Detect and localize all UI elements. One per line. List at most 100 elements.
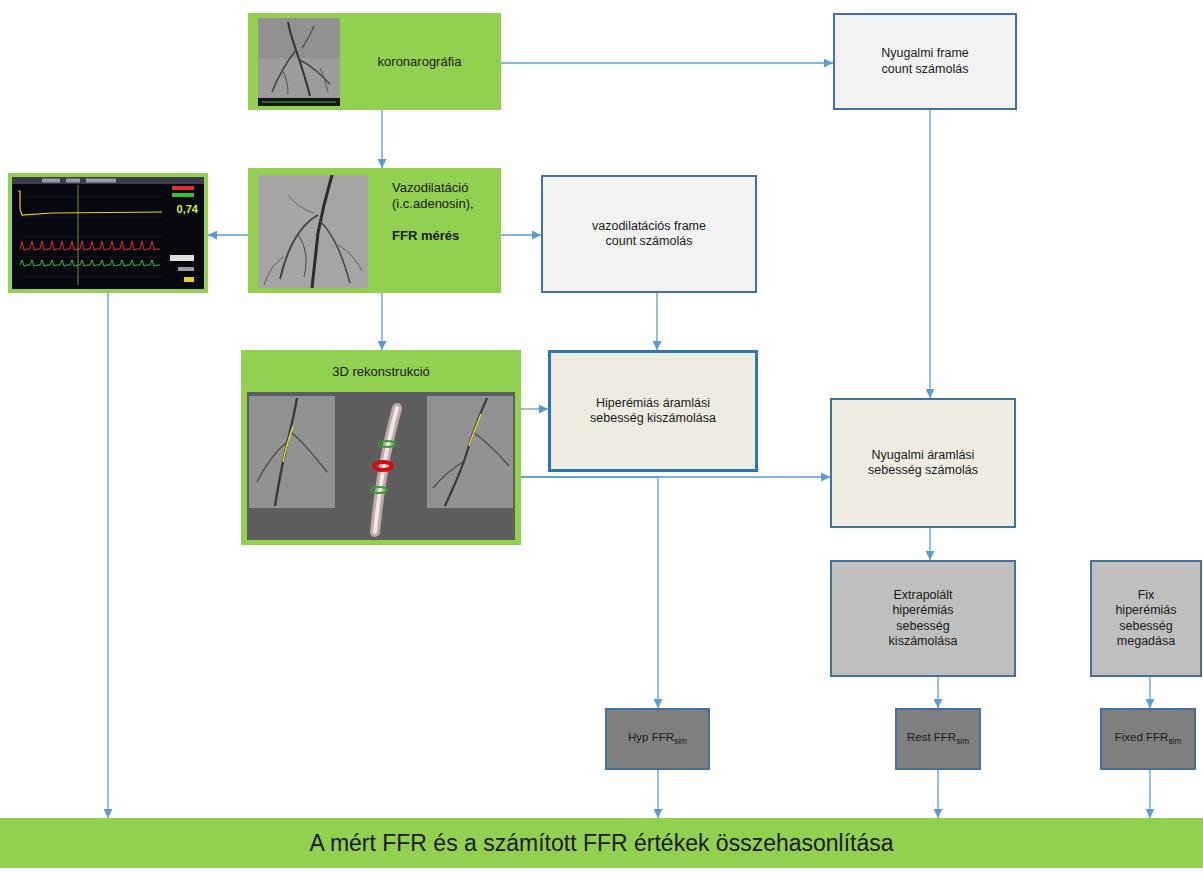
reconstruction-image xyxy=(247,392,515,540)
illustration-part xyxy=(445,398,487,506)
illustration-part xyxy=(12,177,204,184)
flow-arrow xyxy=(521,408,548,409)
pressure-monitor xyxy=(12,177,204,289)
illustration-part xyxy=(469,414,481,446)
illustration-part xyxy=(371,487,387,493)
node-text: Nyugalmi frame count számolás xyxy=(875,46,975,77)
flow-arrow xyxy=(501,62,833,63)
illustration-part xyxy=(427,396,513,508)
node-text: Extrapolált hiperémiás sebesség kiszámol… xyxy=(872,588,974,649)
illustration-part xyxy=(288,22,310,96)
illustration-part xyxy=(375,408,397,532)
flow-arrow xyxy=(1149,770,1150,818)
node-text: Vazodilatáció (i.c.adenosin), xyxy=(392,180,495,212)
illustration-part xyxy=(258,18,340,58)
process-box: Nyugalmi áramlási sebesség számolás xyxy=(830,398,1016,528)
node-text: Rest FFRsim xyxy=(907,730,969,747)
illustration-part xyxy=(275,398,297,506)
process-box: Hiperémiás áramlási sebesség kiszámolása xyxy=(548,350,758,472)
illustration-part xyxy=(18,197,162,198)
illustration-part xyxy=(258,175,368,288)
illustration-part xyxy=(18,277,162,278)
flow-arrow xyxy=(929,110,930,398)
illustration-part xyxy=(280,215,318,279)
illustration-part xyxy=(379,441,395,447)
process-box: Nyugalmi frame count számolás xyxy=(833,13,1017,110)
illustration-part xyxy=(66,179,80,183)
illustration-part xyxy=(374,462,392,470)
flow-arrow xyxy=(107,293,108,818)
flow-arrow xyxy=(521,477,658,708)
illustration-part xyxy=(320,221,350,283)
illustration-part xyxy=(272,50,296,92)
illustration-part xyxy=(20,241,160,250)
node-text: Hyp FFRsim xyxy=(628,730,687,747)
illustration-part xyxy=(302,26,314,48)
illustration-part xyxy=(338,245,362,271)
illustration-part xyxy=(433,462,463,488)
illustration-part xyxy=(42,179,60,183)
illustration-part xyxy=(298,235,306,277)
illustration-part xyxy=(282,70,288,94)
illustration-part xyxy=(86,179,116,183)
flow-arrow xyxy=(656,293,657,350)
node-text: Nyugalmi áramlási sebesség számolás xyxy=(860,448,986,479)
illustration-part xyxy=(184,277,194,282)
illustration-part xyxy=(170,255,194,261)
illustration-part xyxy=(172,186,194,190)
illustration-part xyxy=(178,267,194,271)
illustration-part xyxy=(291,432,327,472)
node-text: Fixed FFRsim xyxy=(1115,730,1182,747)
illustration-part xyxy=(473,432,509,466)
node-text: 0,74 xyxy=(177,203,198,216)
node-text: FFR mérés xyxy=(392,228,459,244)
process-box: Fix hiperémiás sebesség megadása xyxy=(1090,560,1202,677)
illustration-part xyxy=(375,408,397,532)
text-part: Fixed FFR xyxy=(1115,731,1169,743)
flow-arrow xyxy=(381,110,382,168)
illustration-part xyxy=(288,195,314,213)
process-box: Extrapolált hiperémiás sebesség kiszámol… xyxy=(830,560,1016,677)
subscript: sim xyxy=(1168,738,1181,747)
flow-arrow xyxy=(937,677,938,708)
illustration-part xyxy=(18,197,162,277)
process-box: 3D rekonstrukció xyxy=(241,350,521,545)
result-box: Hyp FFRsim xyxy=(605,708,710,770)
flow-arrow xyxy=(501,234,541,235)
node-text: vazodilatációs frame count számolás xyxy=(579,219,719,250)
summary-band: A mért FFR és a számított FFR értékek ös… xyxy=(0,818,1203,868)
illustration-part xyxy=(257,442,287,482)
flow-arrow xyxy=(208,234,248,235)
illustration-part xyxy=(78,185,79,285)
result-box: Rest FFRsim xyxy=(895,708,981,770)
flow-arrow xyxy=(1149,677,1150,708)
flow-arrow xyxy=(937,770,938,818)
angiogram-image xyxy=(258,18,340,106)
illustration-part xyxy=(262,102,336,103)
text-part: Hyp FFR xyxy=(628,731,674,743)
monitor-panel: 0,74 xyxy=(8,173,208,293)
angiogram-image xyxy=(258,175,368,288)
result-box: Fixed FFRsim xyxy=(1100,708,1196,770)
illustration-part xyxy=(300,60,330,84)
process-box: vazodilatációs frame count számolás xyxy=(541,175,757,293)
illustration-part xyxy=(18,237,162,238)
illustration-part xyxy=(172,193,194,197)
illustration-part xyxy=(283,426,293,462)
flow-arrow xyxy=(929,528,930,560)
subscript: sim xyxy=(956,738,969,747)
illustration-part xyxy=(258,98,340,106)
subscript: sim xyxy=(674,738,687,747)
node-text: koronarográfia xyxy=(378,54,462,70)
node-text: Fix hiperémiás sebesség megadása xyxy=(1108,588,1184,649)
illustration-part xyxy=(247,392,515,540)
flow-arrow xyxy=(381,293,382,350)
text-part: Rest FFR xyxy=(907,731,956,743)
illustration-part xyxy=(18,257,162,258)
process-box: Vazodilatáció (i.c.adenosin), FFR mérés xyxy=(248,168,501,293)
illustration-part xyxy=(18,217,162,218)
process-box: koronarográfia xyxy=(248,13,501,110)
illustration-part xyxy=(264,257,284,285)
node-text: Hiperémiás áramlási sebesség kiszámolása xyxy=(585,396,721,427)
